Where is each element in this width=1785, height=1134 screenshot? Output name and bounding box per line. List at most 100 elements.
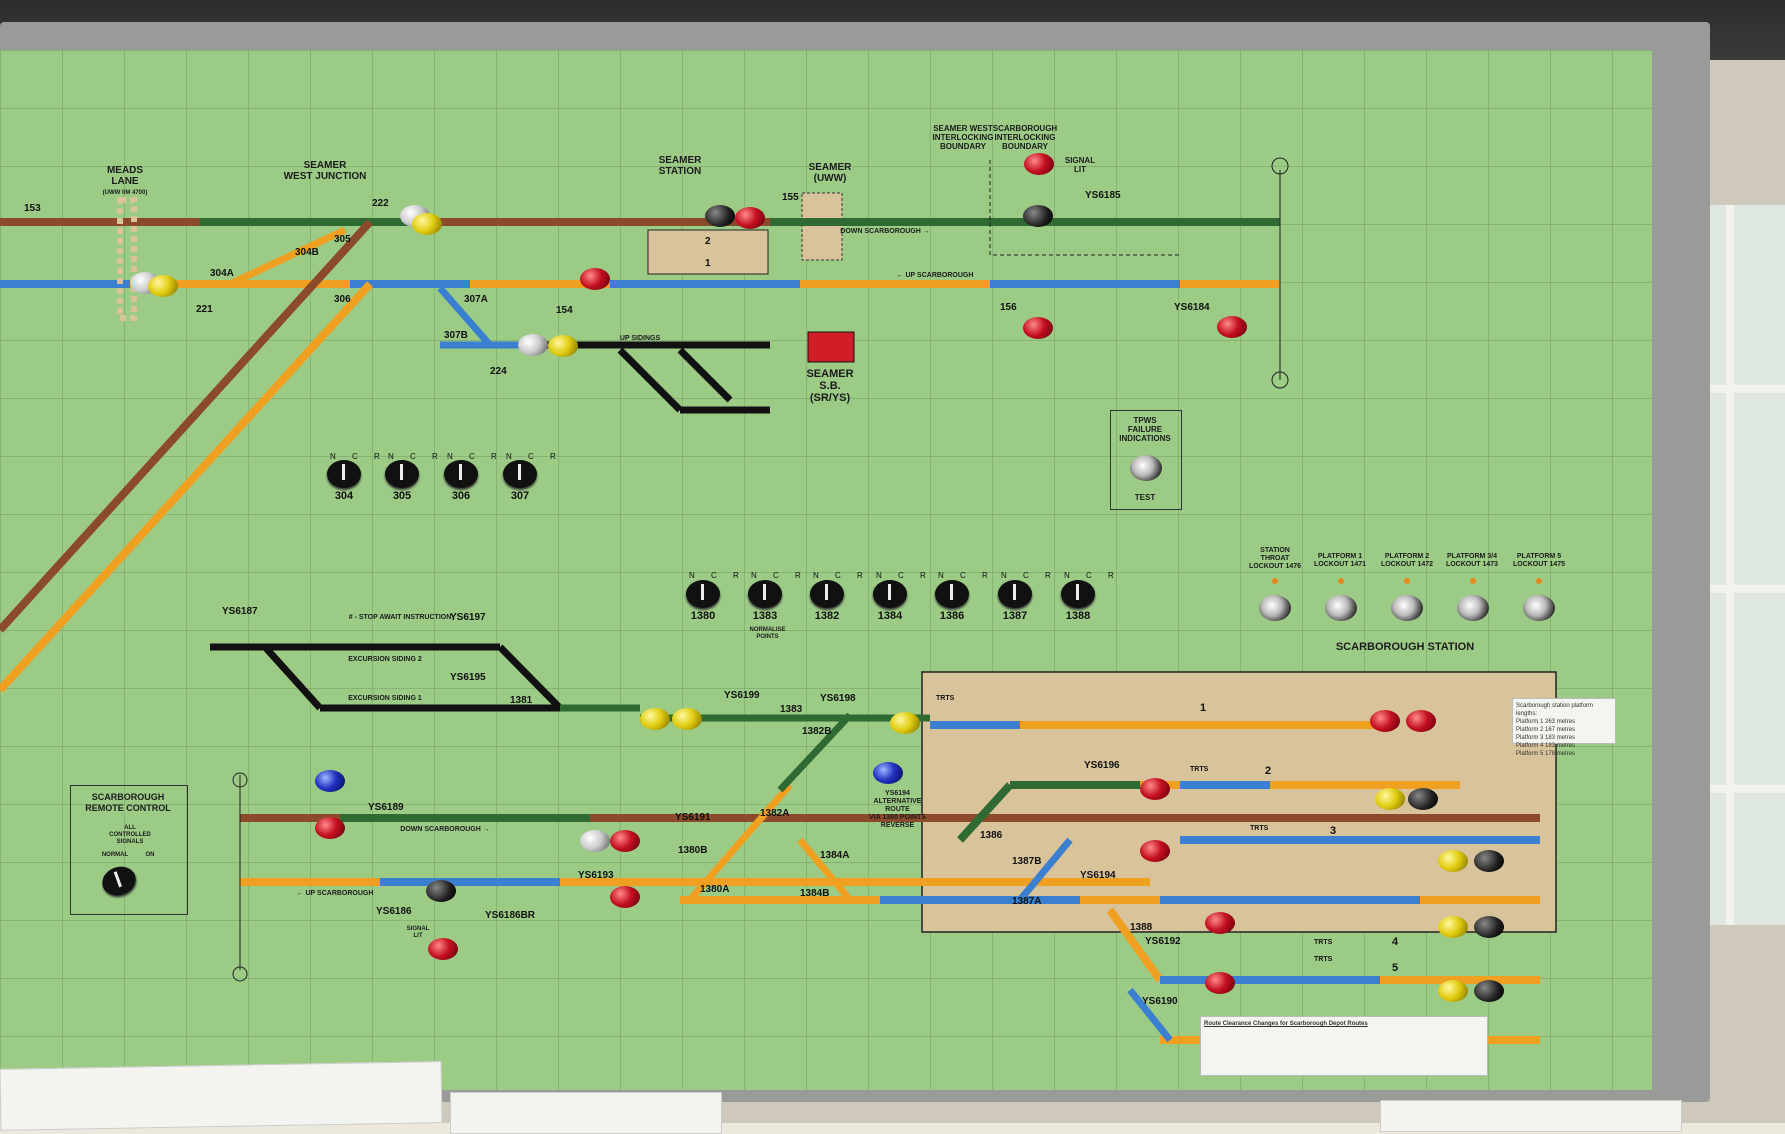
points-1387b-label: 1387B [1012, 856, 1042, 867]
signal-ys6184-lever[interactable] [1217, 316, 1247, 338]
lockout-1472-button[interactable] [1391, 595, 1423, 621]
desk-papers [0, 1060, 1785, 1134]
points-switch-1388[interactable] [1061, 580, 1095, 608]
points-switch-306-label: 306 [451, 490, 471, 502]
track-diagram [0, 157, 1557, 1044]
signal-lit-label-2: SIGNAL LIT [406, 926, 430, 939]
up-sidings-label: UP SIDINGS [619, 335, 661, 342]
down-scarborough-label-2: DOWN SCARBOROUGH → [400, 826, 490, 833]
seamer-west-junction-label: SEAMER WEST JUNCTION [283, 160, 367, 182]
scarborough-station-label: SCARBOROUGH STATION [1335, 641, 1475, 653]
signal-224-lever[interactable] [548, 335, 578, 357]
points-1380b-label: 1380B [678, 845, 708, 856]
signal-ys6191-lever-white[interactable] [580, 830, 610, 852]
platform-lengths-notice: Scarborough station platform lengths: Pl… [1512, 698, 1616, 757]
signal-ys6194-lever[interactable] [1140, 840, 1170, 862]
tpws-test-button[interactable] [1130, 455, 1162, 481]
points-switch-1380[interactable] [686, 580, 720, 608]
signal-156-lever[interactable] [1023, 317, 1053, 339]
signal-ys6186br-label: YS6186BR [485, 910, 536, 921]
signal-221-label: 221 [196, 304, 213, 315]
signal-ys6186-label: YS6186 [376, 906, 412, 917]
tpws-label: TPWS FAILURE INDICATIONS [1119, 416, 1171, 443]
platform-1-lever-2[interactable] [1406, 710, 1436, 732]
lockout-1476-button[interactable] [1259, 595, 1291, 621]
signal-ys6198-label: YS6198 [820, 693, 856, 704]
platform-1-number: 1 [1200, 702, 1207, 714]
signal-ys6194-alt-lever[interactable] [873, 762, 903, 784]
lockout-1473-button[interactable] [1457, 595, 1489, 621]
remote-normal-label: NORMAL [101, 852, 129, 858]
meads-lane-sub-label: (UWW 0M 4700) [102, 190, 148, 196]
signal-155-lever[interactable] [735, 207, 765, 229]
signal-lit-lever-2[interactable] [428, 938, 458, 960]
points-switch-306[interactable] [444, 460, 478, 488]
lockout-1475-button[interactable] [1523, 595, 1555, 621]
seamer-station-label: SEAMER STATION [658, 155, 702, 177]
remote-control-box [70, 785, 188, 915]
seamer-west-boundary-label: SEAMER WEST INTERLOCKING BOUNDARY [932, 124, 994, 151]
lockout-1476-label: STATION THROAT LOCKOUT 1476 [1248, 547, 1302, 570]
signal-ys6185-lever[interactable] [1023, 205, 1053, 227]
points-1380a-label: 1380A [700, 884, 730, 895]
points-304a-label: 304A [210, 268, 234, 279]
lockout-1473-lamp [1470, 578, 1476, 584]
points-1388-label: 1388 [1130, 922, 1153, 933]
platform-2-lever-2[interactable] [1408, 788, 1438, 810]
lockout-1475-lamp [1536, 578, 1542, 584]
points-switch-307[interactable] [503, 460, 537, 488]
up-scarborough-label-2: ← UP SCARBOROUGH [296, 890, 374, 897]
signal-222-lever-yellow[interactable] [412, 213, 442, 235]
points-switch-1386[interactable] [935, 580, 969, 608]
lockout-1476-lamp [1272, 578, 1278, 584]
signal-ys6191-lever[interactable] [610, 830, 640, 852]
platform-4-lever-2[interactable] [1474, 916, 1504, 938]
platform-5-lever-2[interactable] [1474, 980, 1504, 1002]
trts-label-2: TRTS [1190, 766, 1209, 773]
signal-ys6195-label: YS6195 [450, 672, 486, 683]
down-scarborough-label: DOWN SCARBOROUGH → [840, 228, 930, 235]
signal-154-lever[interactable] [580, 268, 610, 290]
signal-ys6192-lever[interactable] [1205, 912, 1235, 934]
platform-5-lever[interactable] [1438, 980, 1468, 1002]
trts-label-1: TRTS [936, 695, 955, 702]
signal-ys6196-lever[interactable] [1140, 778, 1170, 800]
signal-ys6189-lever-blue[interactable] [315, 770, 345, 792]
ncr-307: N C R [506, 452, 563, 461]
signal-ys6187-label: YS6187 [222, 606, 258, 617]
room-window [1700, 205, 1785, 925]
points-switch-304[interactable] [327, 460, 361, 488]
lockout-1471-button[interactable] [1325, 595, 1357, 621]
points-switch-1387[interactable] [998, 580, 1032, 608]
signal-ys6199-lever-2[interactable] [672, 708, 702, 730]
stop-await-label: # - STOP AWAIT INSTRUCTION [348, 614, 452, 621]
points-switch-1382-label: 1382 [814, 610, 840, 622]
points-switch-1383[interactable] [748, 580, 782, 608]
points-switch-305[interactable] [385, 460, 419, 488]
points-switch-1382[interactable] [810, 580, 844, 608]
trts-label-4: TRTS [1314, 939, 1333, 946]
points-1386-label: 1386 [980, 830, 1003, 841]
platform-1-lever[interactable] [1370, 710, 1400, 732]
platform-3-lever-2[interactable] [1474, 850, 1504, 872]
signal-ys6198-lever[interactable] [890, 712, 920, 734]
signal-ys6186-lever[interactable] [426, 880, 456, 902]
platform-2-number: 2 [1265, 765, 1272, 777]
signal-ys6199-lever[interactable] [640, 708, 670, 730]
platform-3-lever[interactable] [1438, 850, 1468, 872]
signal-lit-lever[interactable] [1024, 153, 1054, 175]
up-scarborough-label: ← UP SCARBOROUGH [896, 272, 974, 279]
signal-ys6197-label: YS6197 [450, 612, 486, 623]
signal-ys6193-lever[interactable] [610, 886, 640, 908]
signal-155-lever-black[interactable] [705, 205, 735, 227]
signal-ys6190-lever[interactable] [1205, 972, 1235, 994]
points-switch-1384[interactable] [873, 580, 907, 608]
signal-224-lever-white[interactable] [518, 334, 548, 356]
signal-221-lever[interactable] [148, 275, 178, 297]
signalling-panel: MEADS LANE (UWW 0M 4700) SEAMER WEST JUN… [0, 50, 1652, 1090]
station-area [921, 671, 1557, 933]
platform-4-lever[interactable] [1438, 916, 1468, 938]
signal-ys6189-lever[interactable] [315, 817, 345, 839]
trts-label-5: TRTS [1314, 956, 1333, 963]
platform-2-lever[interactable] [1375, 788, 1405, 810]
